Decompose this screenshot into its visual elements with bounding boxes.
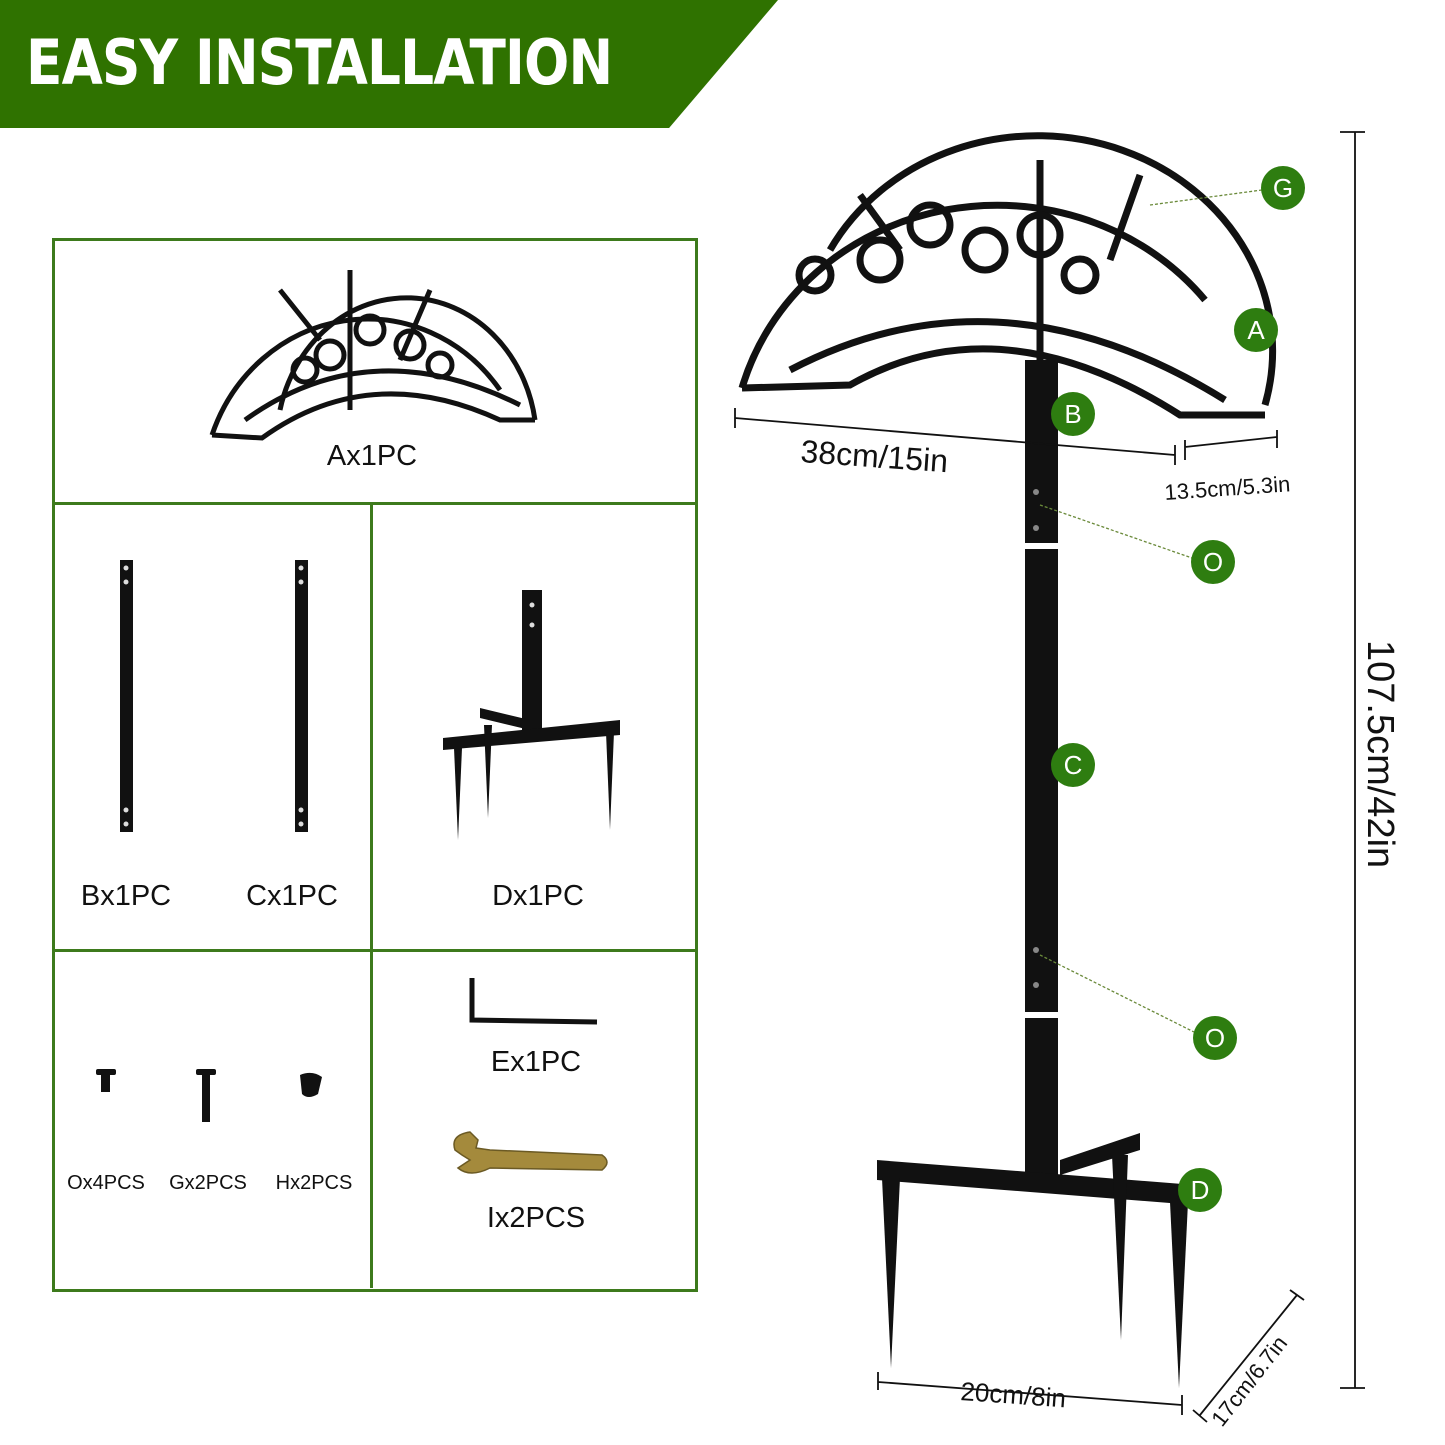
part-g-bolt-image [196, 1069, 216, 1122]
grid-divider [52, 502, 698, 505]
page-title: EASY INSTALLATION [26, 26, 613, 99]
dimension-height: 107.5cm/42in [1359, 640, 1401, 868]
svg-text:C: C [1064, 750, 1083, 780]
header-banner [0, 0, 778, 128]
part-b-pole-image [120, 560, 133, 832]
part-h-label: Hx2PCS [275, 1172, 353, 1194]
part-a-label: Ax1PC [326, 440, 418, 472]
dimension-lines [734, 131, 1365, 1423]
dimension-depth: 13.5cm/5.3in [1164, 471, 1291, 505]
grid-divider [370, 502, 373, 1288]
svg-text:A: A [1247, 315, 1265, 345]
svg-text:O: O [1203, 547, 1223, 577]
leader-lines [1039, 189, 1263, 1033]
parts-list-grid [52, 238, 698, 1292]
part-e-allen-key-image [469, 978, 598, 1025]
badge-g: G [1261, 166, 1305, 210]
assembled-base-image [877, 1133, 1195, 1388]
dimension-width: 38cm/15in [800, 433, 950, 479]
svg-text:B: B [1064, 399, 1081, 429]
assembled-arch-image [738, 132, 1277, 419]
svg-text:G: G [1273, 173, 1293, 203]
part-o-bolt-image [96, 1069, 116, 1092]
dimension-base-width: 20cm/8in [960, 1376, 1067, 1413]
part-g-label: Gx2PCS [169, 1172, 247, 1194]
grid-divider [52, 949, 698, 952]
dimension-base-depth: 17cm/6.7in [1206, 1331, 1292, 1431]
part-b-label: Bx1PC [80, 880, 172, 912]
svg-text:D: D [1191, 1175, 1210, 1205]
svg-text:O: O [1205, 1023, 1225, 1053]
badge-a: A [1234, 308, 1278, 352]
badge-c: C [1051, 743, 1095, 787]
part-a-hose-hanger-image [209, 270, 538, 441]
part-o-label: Ox4PCS [67, 1172, 145, 1194]
part-i-label: Ix2PCS [486, 1202, 586, 1234]
badge-o-upper: O [1191, 540, 1235, 584]
part-d-base-image [443, 590, 620, 840]
part-e-label: Ex1PC [490, 1046, 582, 1078]
badge-o-lower: O [1193, 1016, 1237, 1060]
part-i-wrench-image [453, 1131, 608, 1174]
badge-b: B [1051, 392, 1095, 436]
part-c-label: Cx1PC [246, 880, 338, 912]
badge-d: D [1178, 1168, 1222, 1212]
part-c-pole-image [295, 560, 308, 832]
part-d-label: Dx1PC [492, 880, 584, 912]
part-h-nut-image [300, 1072, 322, 1097]
